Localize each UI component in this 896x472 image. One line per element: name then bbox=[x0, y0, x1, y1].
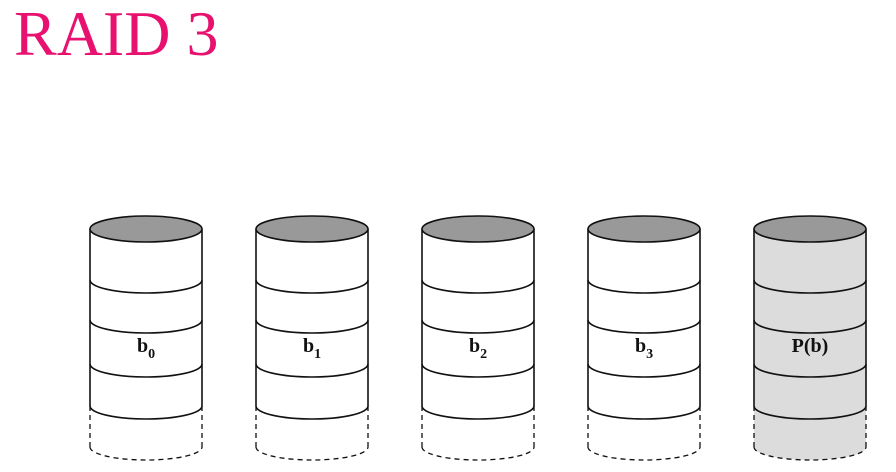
stripe-line bbox=[753, 279, 867, 294]
disk-label: P(b) bbox=[792, 335, 829, 357]
stripe-line bbox=[421, 363, 535, 378]
disk-bottom-dashed bbox=[89, 446, 203, 461]
disk-label: b2 bbox=[469, 335, 487, 362]
disk-body bbox=[754, 229, 866, 460]
stripe-line bbox=[255, 279, 369, 294]
data-disk: b2 bbox=[421, 215, 535, 461]
stripe-line bbox=[89, 363, 203, 378]
stripe-line bbox=[89, 405, 203, 420]
disk-label: b3 bbox=[635, 335, 653, 362]
data-disk: b3 bbox=[587, 215, 701, 461]
stripe-line bbox=[255, 363, 369, 378]
stripe-line bbox=[753, 405, 867, 420]
disk-bottom-dashed bbox=[421, 446, 535, 461]
stripe-line bbox=[89, 279, 203, 294]
stripe-line bbox=[587, 319, 701, 334]
disk-bottom-dashed bbox=[587, 446, 701, 461]
disk-body bbox=[256, 229, 368, 460]
page-title: RAID 3 bbox=[14, 0, 219, 69]
stripe-line bbox=[587, 363, 701, 378]
stripe-line bbox=[753, 319, 867, 334]
disk-body bbox=[90, 229, 202, 460]
stripe-line bbox=[421, 279, 535, 294]
stripe-line bbox=[587, 405, 701, 420]
disk-body bbox=[588, 229, 700, 460]
stripe-line bbox=[255, 405, 369, 420]
data-disk: b0 bbox=[89, 215, 203, 461]
disk-top-cap bbox=[587, 215, 701, 243]
disk-top-cap bbox=[89, 215, 203, 243]
stripe-line bbox=[421, 405, 535, 420]
disk-top-cap bbox=[255, 215, 369, 243]
disk-label: b1 bbox=[303, 335, 321, 362]
stripe-line bbox=[587, 279, 701, 294]
stripe-line bbox=[255, 319, 369, 334]
disk-bottom-dashed bbox=[255, 446, 369, 461]
stripe-line bbox=[753, 363, 867, 378]
stripe-line bbox=[421, 319, 535, 334]
parity-disk: P(b) bbox=[753, 215, 867, 461]
disk-body bbox=[422, 229, 534, 460]
data-disk: b1 bbox=[255, 215, 369, 461]
disk-top-cap bbox=[753, 215, 867, 243]
disk-label: b0 bbox=[137, 335, 155, 362]
disk-top-cap bbox=[421, 215, 535, 243]
disk-bottom-dashed bbox=[753, 446, 867, 461]
stripe-line bbox=[89, 319, 203, 334]
disk-array: b0 b1 b2 b3 P(b) bbox=[89, 215, 867, 461]
